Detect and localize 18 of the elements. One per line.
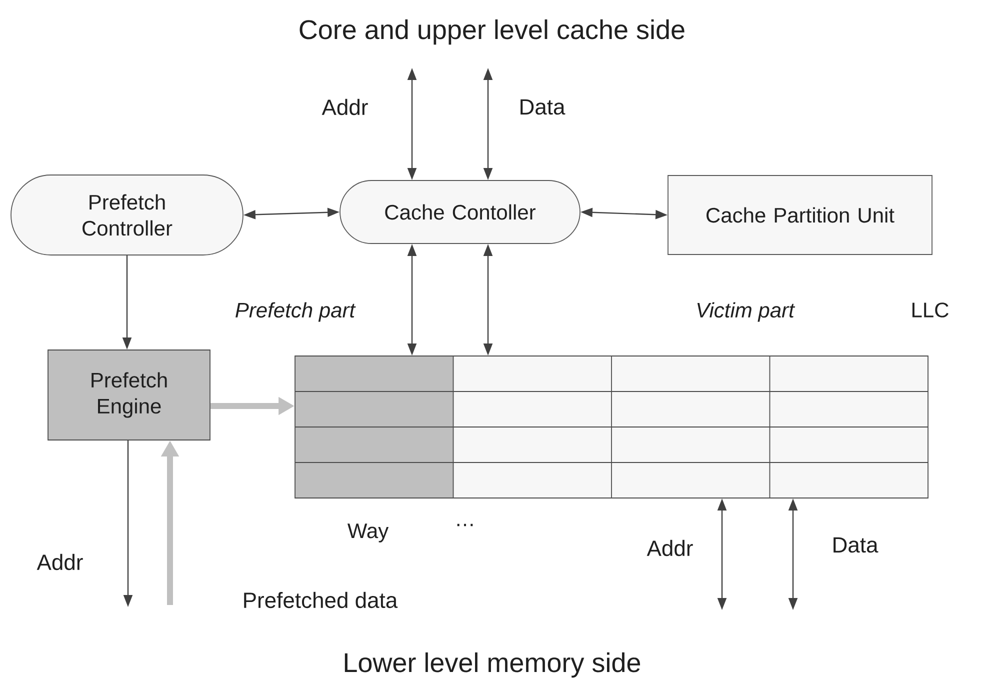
- label: Way: [348, 524, 389, 542]
- controller-pill: Cache Contoller: [340, 180, 580, 244]
- edge-label: Addr: [646, 540, 693, 556]
- caption: Lower level memory side: [344, 652, 640, 678]
- label: …: [457, 524, 473, 526]
- section-label: Prefetch part: [236, 302, 356, 322]
- engine-box: Prefetch Engine: [48, 350, 210, 440]
- unit-box: Cache Partition Unit: [668, 175, 932, 255]
- title: Core and upper level cache side: [300, 19, 684, 45]
- edge-label: Addr: [322, 98, 368, 116]
- edge-label: Addr: [36, 554, 83, 570]
- cache-array-grid: [294, 356, 928, 498]
- label: LLC: [912, 302, 948, 318]
- section-label: Victim part: [697, 302, 796, 322]
- edge-label: Data: [520, 99, 566, 115]
- edge-label: Data: [834, 537, 878, 553]
- edge-label: Prefetched data: [244, 592, 398, 608]
- controller-pill: Prefetch Controller: [10, 174, 244, 256]
